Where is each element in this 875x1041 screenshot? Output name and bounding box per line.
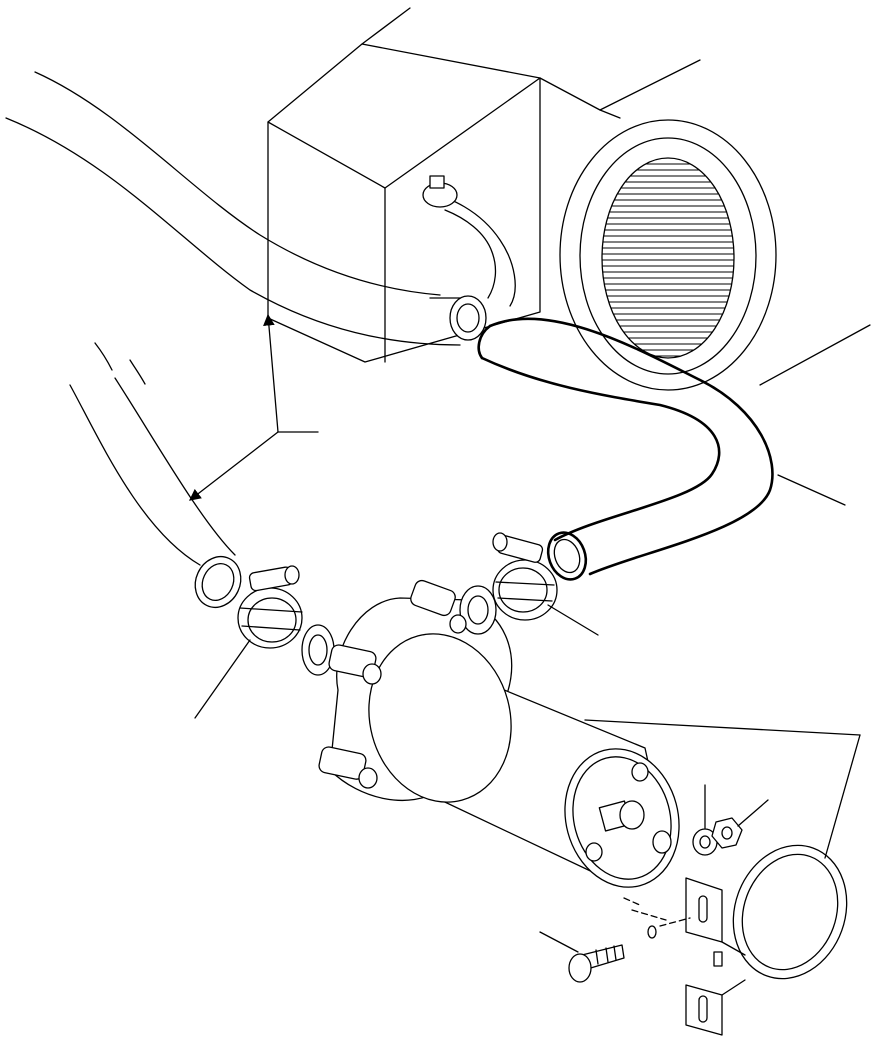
inlet-hose — [69, 342, 242, 608]
fan-grille — [602, 158, 734, 357]
housing-step-line — [599, 109, 621, 119]
return-hose-outer — [488, 317, 774, 576]
inlet-hose-inner-edge — [114, 377, 236, 556]
inlet-hose-trail-a — [94, 342, 113, 371]
return-hose-inner — [480, 356, 721, 542]
return-hose — [477, 317, 774, 581]
hose-clamp-right — [492, 532, 558, 621]
inlet-hose-bore — [201, 563, 235, 601]
left-clamp-stripes — [239, 607, 303, 631]
bracket-upper-slot — [698, 895, 708, 923]
assembly-dash-2 — [631, 909, 667, 921]
long-hose-bottom-edge — [5, 117, 461, 346]
bracket-band-inner — [741, 853, 839, 971]
up-arrow — [263, 313, 279, 433]
bracket-lower-plate — [685, 984, 723, 1036]
nut — [711, 817, 743, 849]
leader-bracket — [824, 734, 861, 859]
leader-nut — [737, 799, 769, 827]
leader-right-clamp — [547, 604, 599, 636]
leader-lines — [194, 604, 861, 953]
pump-boss-upper-bolt — [362, 663, 382, 685]
heater-box-outline — [267, 43, 541, 363]
blower-fan — [559, 119, 777, 391]
mounting-bracket — [685, 844, 848, 1036]
bolt-lock-washer — [647, 925, 657, 939]
leader-bolt — [539, 931, 579, 953]
heater-box-back-edge — [361, 7, 411, 45]
fan-outer-ring — [559, 119, 777, 391]
bolt-threads — [595, 945, 617, 965]
pump-boss-lower — [318, 746, 367, 780]
motor-end-bolt — [652, 830, 672, 854]
washer-and-nut — [692, 817, 743, 856]
upper-clamp-screw — [429, 175, 445, 189]
left-clamp-screw-head — [284, 565, 300, 585]
bracket-band — [732, 844, 848, 980]
hose-clamp-left — [237, 565, 303, 649]
outlet-pipe-bore — [456, 303, 480, 333]
pump-outlet-bore — [467, 595, 489, 625]
pump-outlet-port — [459, 585, 497, 635]
housing-side-line — [777, 474, 846, 506]
right-clamp-inner — [498, 567, 548, 613]
return-hose-top-end — [477, 324, 492, 360]
housing-top-line — [539, 59, 701, 111]
washer-hole — [699, 835, 711, 849]
outlet-pipe-stub — [449, 295, 487, 341]
small-hose-inner — [444, 209, 497, 299]
pump-boss-top — [410, 579, 456, 617]
pump-boss-top-bolt — [449, 614, 467, 634]
heater-connections — [422, 175, 516, 341]
inlet-hose-open-end — [194, 556, 242, 608]
right-clamp-stripes — [495, 581, 555, 602]
left-clamp-inner — [247, 597, 297, 643]
assembly-dash-1 — [623, 897, 643, 907]
motor-top-bolt — [631, 762, 649, 782]
bolt-head — [568, 953, 592, 983]
motor-terminal-cap — [619, 800, 645, 830]
bracket-upper-plate — [685, 877, 723, 943]
water-pump — [301, 579, 680, 888]
bracket-arms — [721, 941, 746, 996]
mounting-bolt — [568, 925, 657, 983]
motor-bottom-bolt — [585, 842, 603, 862]
pump-inlet-port — [301, 624, 335, 676]
leader-pump — [584, 719, 861, 736]
bracket-stud — [713, 951, 723, 967]
heater-box-top-edge — [267, 77, 541, 189]
bracket-lower-slot — [698, 995, 708, 1023]
return-hose-bore — [553, 538, 581, 574]
fan-inner-ring — [579, 137, 757, 375]
pump-inlet-bore — [308, 634, 328, 666]
inlet-hose-outer-edge — [69, 384, 201, 566]
heater-unit — [267, 7, 871, 506]
assembly-dash-3 — [659, 917, 691, 927]
leader-left-clamp — [194, 639, 251, 719]
return-hose-open-end — [546, 531, 588, 581]
motor-front-flange — [368, 633, 512, 803]
inlet-hose-trail-b — [129, 359, 146, 385]
assembly-lines — [623, 897, 691, 927]
motor-end-cap-rim — [572, 756, 672, 880]
long-hose-top — [5, 71, 461, 346]
housing-lower-line — [759, 324, 871, 386]
forward-arrow — [189, 431, 279, 501]
direction-arrows — [189, 313, 319, 501]
long-hose-top-edge — [34, 71, 441, 296]
right-clamp-screw-head — [492, 532, 508, 552]
nut-hole — [721, 826, 733, 840]
pump-boss-lower-bolt — [358, 767, 378, 789]
